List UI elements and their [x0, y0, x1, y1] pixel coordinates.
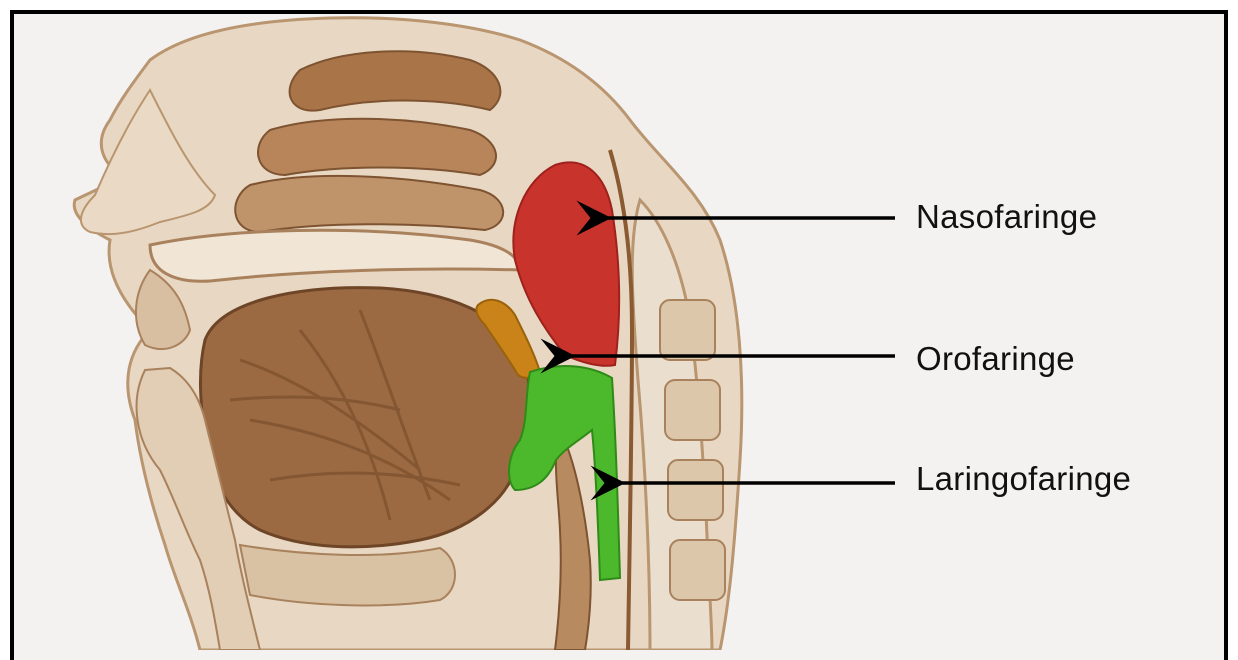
nasal-turbinate-middle: [258, 119, 496, 175]
vertebra-3: [668, 460, 723, 520]
head-section: [74, 18, 742, 650]
mandible: [240, 545, 455, 605]
oropharynx-label: Orofaringe: [916, 340, 1075, 378]
vertebra-1: [660, 300, 715, 360]
laryngopharynx-label: Laringofaringe: [916, 460, 1131, 498]
tongue: [200, 288, 529, 547]
vertebra-4: [670, 540, 725, 600]
nasopharynx-label: Nasofaringe: [916, 198, 1097, 236]
vertebra-2: [665, 380, 720, 440]
